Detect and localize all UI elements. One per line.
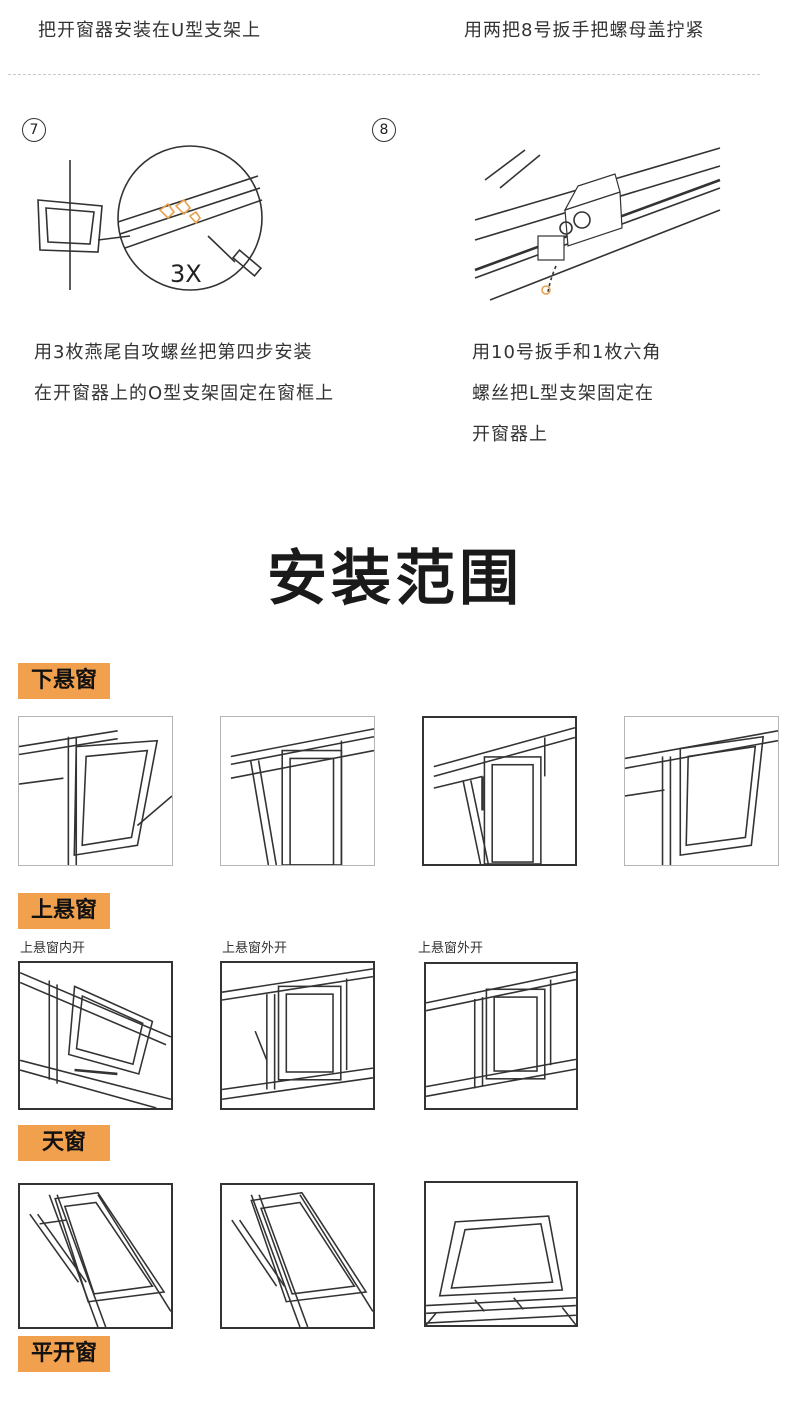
- category-tag-top-hung: 上悬窗: [18, 893, 110, 929]
- category-tag-skylight: 天窗: [18, 1125, 110, 1161]
- step-8-line-2: 螺丝把L型支架固定在: [472, 383, 655, 404]
- step-7-line-1: 用3枚燕尾自攻螺丝把第四步安装: [34, 342, 313, 363]
- bottom-hung-window-2: [220, 716, 375, 866]
- step-8-illustration: [474, 147, 721, 301]
- top-hung-label-2: 上悬窗外开: [222, 941, 288, 956]
- top-caption-left: 把开窗器安装在U型支架上: [38, 20, 262, 41]
- top-caption-right: 用两把8号扳手把螺母盖拧紧: [464, 20, 705, 41]
- step-7-line-2: 在开窗器上的O型支架固定在窗框上: [34, 383, 335, 404]
- category-tag-bottom-hung: 下悬窗: [18, 663, 110, 699]
- step-7-illustration: 3X: [37, 145, 263, 291]
- category-tag-casement: 平开窗: [18, 1336, 110, 1372]
- top-hung-outward-window-1: [220, 961, 375, 1110]
- step-7-description: 用3枚燕尾自攻螺丝把第四步安装 在开窗器上的O型支架固定在窗框上: [34, 332, 334, 414]
- step-8-line-3: 开窗器上: [472, 424, 548, 445]
- step-8-description: 用10号扳手和1枚六角 螺丝把L型支架固定在 开窗器上: [472, 332, 661, 455]
- skylight-window-1: [18, 1183, 173, 1329]
- top-hung-outward-window-2: [424, 962, 578, 1110]
- skylight-window-2: [220, 1183, 375, 1329]
- top-hung-label-3: 上悬窗外开: [418, 941, 484, 956]
- step-7-number: 7: [22, 118, 46, 142]
- section-title: 安装范围: [267, 544, 523, 614]
- top-hung-inward-window: [18, 961, 173, 1110]
- section-divider: [8, 74, 760, 75]
- step-8-line-1: 用10号扳手和1枚六角: [472, 342, 662, 363]
- bottom-hung-window-4: [624, 716, 779, 866]
- step-8-number: 8: [372, 118, 396, 142]
- bottom-hung-window-3: [422, 716, 577, 866]
- step-7-callout: 3X: [170, 260, 202, 288]
- bottom-hung-window-1: [18, 716, 173, 866]
- top-hung-label-1: 上悬窗内开: [20, 941, 86, 956]
- skylight-window-3: [424, 1181, 578, 1327]
